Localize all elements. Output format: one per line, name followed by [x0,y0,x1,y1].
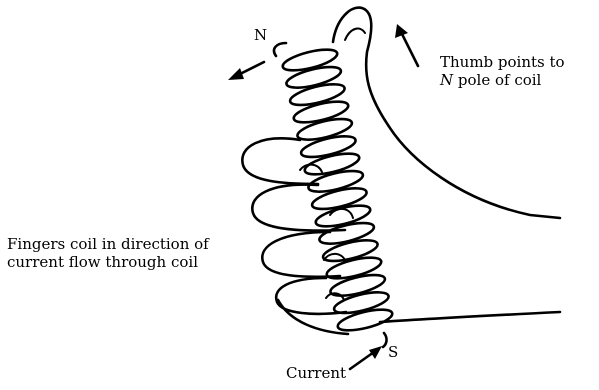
thumb-outline [333,8,560,218]
thumb-caption-pole: N [440,71,453,89]
wrist-line [380,312,560,322]
thumb-direction-arrow [395,24,418,66]
current-arrow [350,346,382,369]
thumb-caption-line1: Thumb points to [440,53,565,71]
thumbnail [345,29,365,40]
thumb-caption: Thumb points to N pole of coil [440,53,565,89]
index-nail [300,165,322,172]
north-arrow [228,62,264,80]
north-lead-wire [274,43,286,56]
coil [281,45,394,334]
fingers-caption: Fingers coil in direction of current flo… [7,235,209,271]
thumb-caption-line2: N pole of coil [440,71,565,89]
fingers-caption-line2: current flow through coil [7,253,209,271]
current-caption: Current [286,364,346,382]
fingers-caption-line1: Fingers coil in direction of [7,235,209,253]
south-lead-wire [383,333,387,347]
north-pole-label: N [254,26,267,44]
south-pole-label: S [388,343,398,361]
thumb-caption-rest: pole of coil [453,71,541,89]
